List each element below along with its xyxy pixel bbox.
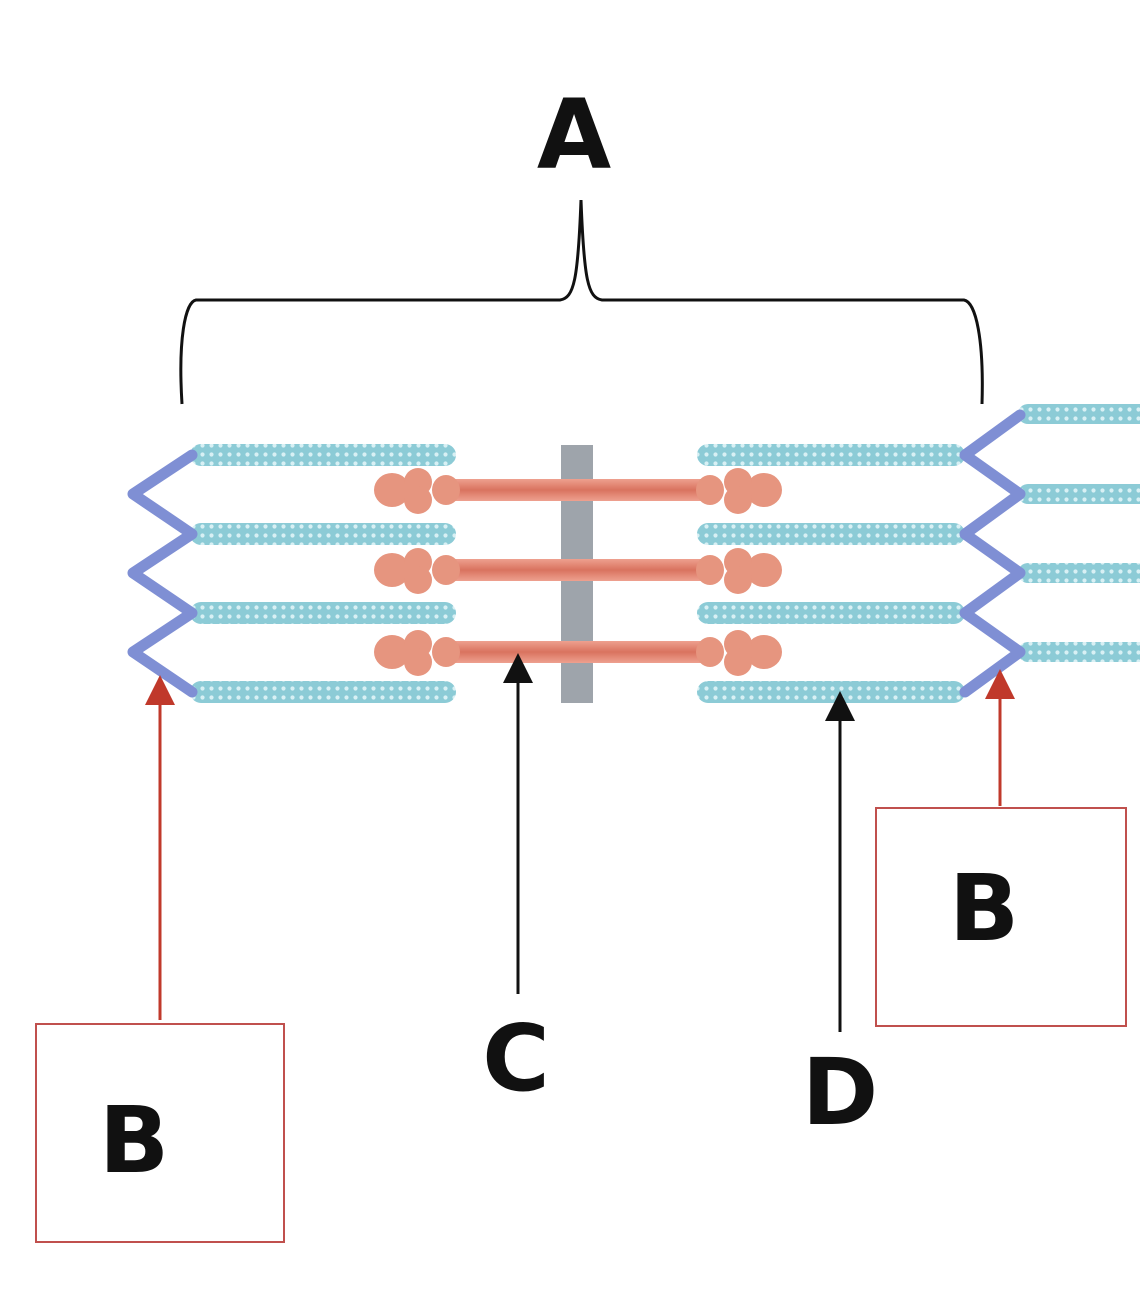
- sarcomere-brace: [179, 199, 984, 405]
- thick-filament: [374, 548, 782, 594]
- thin-filament: [697, 681, 965, 703]
- thick-filament: [374, 468, 782, 514]
- thick-filaments: [374, 468, 782, 676]
- label-b-right: B: [949, 855, 1019, 962]
- thin-filament: [190, 523, 456, 545]
- thin-filament: [697, 523, 965, 545]
- z-disc-right: [959, 409, 1026, 698]
- label-box-b-left: [35, 1023, 285, 1243]
- label-d: D: [802, 1039, 878, 1146]
- label-a: A: [537, 79, 611, 191]
- thin-filament: [697, 602, 965, 624]
- label-b-left: B: [99, 1087, 169, 1194]
- thin-filaments-adjacent: [1018, 404, 1140, 662]
- thin-filament: [1018, 642, 1140, 662]
- thin-filament: [1018, 404, 1140, 424]
- thin-filaments-left: [190, 444, 456, 703]
- thin-filament: [190, 602, 456, 624]
- thin-filament: [190, 444, 456, 466]
- thin-filament: [1018, 484, 1140, 504]
- thin-filament: [190, 681, 456, 703]
- z-disc-left: [127, 449, 198, 698]
- thin-filament: [1018, 563, 1140, 583]
- label-c: C: [482, 1005, 550, 1112]
- thin-filament: [697, 444, 965, 466]
- label-box-b-right: [875, 807, 1127, 1027]
